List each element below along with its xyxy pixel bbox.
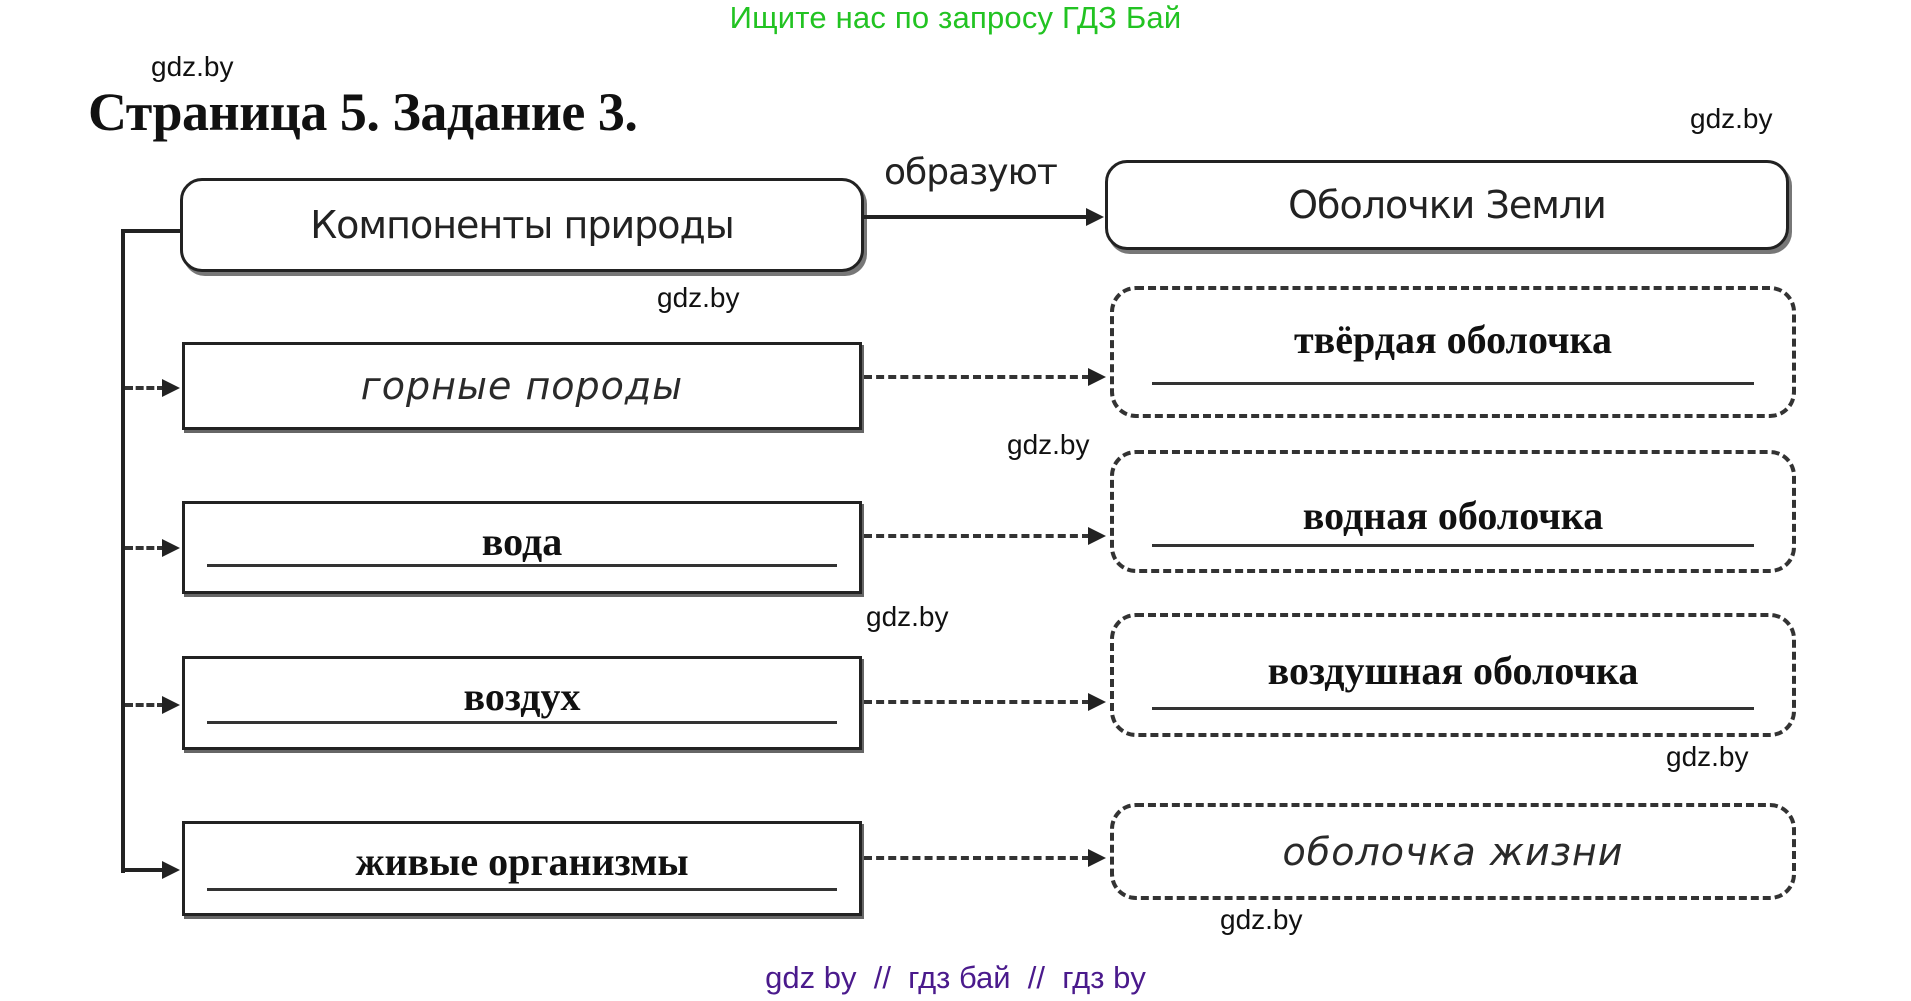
page-title: Страница 5. Задание 3. <box>88 82 638 142</box>
arrow-right-icon <box>1088 368 1106 386</box>
component-box-water: вода <box>182 501 862 594</box>
source-box-components-of-nature: Компоненты природы <box>180 178 864 272</box>
watermark: gdz.by <box>1007 429 1090 460</box>
answer-underline <box>1152 707 1754 710</box>
search-hint-banner: Ищите нас по запросу ГДЗ Бай <box>729 0 1182 35</box>
branch-connector <box>125 546 165 550</box>
component-label: воздух <box>463 674 581 719</box>
arrow-right-icon <box>1088 849 1106 867</box>
shell-label: оболочка жизни <box>1282 829 1624 874</box>
watermark: gdz.by <box>1690 103 1773 134</box>
component-label: живые организмы <box>355 839 689 884</box>
arrow-right-icon <box>1086 208 1104 226</box>
component-label: горные породы <box>360 364 684 408</box>
dashed-arrow-line <box>864 375 1090 379</box>
footer-links[interactable]: gdz by // гдз бай // гдз by <box>765 960 1146 995</box>
shell-box-water: водная оболочка <box>1110 450 1796 573</box>
target-box-earth-shells: Оболочки Земли <box>1105 160 1789 250</box>
shell-box-solid: твёрдая оболочка <box>1110 286 1796 418</box>
arrow-right-icon <box>162 539 180 557</box>
answer-underline <box>1152 382 1754 385</box>
dashed-arrow-line <box>864 700 1090 704</box>
arrow-right-icon <box>162 379 180 397</box>
shell-box-life: оболочка жизни <box>1110 803 1796 900</box>
answer-underline <box>207 888 837 891</box>
watermark: gdz.by <box>1666 741 1749 772</box>
component-box-air: воздух <box>182 656 862 750</box>
arrow-right-icon <box>162 696 180 714</box>
shell-label: воздушная оболочка <box>1267 648 1639 693</box>
relation-label: образуют <box>884 152 1058 193</box>
answer-underline <box>207 564 837 567</box>
component-box-rocks: горные породы <box>182 342 862 430</box>
branch-connector <box>125 386 165 390</box>
branch-connector <box>125 703 165 707</box>
source-label: Компоненты природы <box>310 203 735 247</box>
watermark: gdz.by <box>866 601 949 632</box>
shell-label: водная оболочка <box>1302 493 1604 538</box>
answer-underline <box>207 721 837 724</box>
watermark: gdz.by <box>657 282 740 313</box>
bracket-vertical-line <box>121 229 125 873</box>
dashed-arrow-line <box>864 856 1090 860</box>
dashed-arrow-line <box>864 534 1090 538</box>
relation-arrow-line <box>864 215 1089 219</box>
branch-connector <box>121 868 165 872</box>
shell-box-air: воздушная оболочка <box>1110 613 1796 737</box>
watermark: gdz.by <box>151 51 234 82</box>
watermark: gdz.by <box>1220 904 1303 935</box>
arrow-right-icon <box>1088 693 1106 711</box>
shell-label: твёрдая оболочка <box>1294 317 1612 362</box>
target-label: Оболочки Земли <box>1288 183 1607 227</box>
component-box-living-organisms: живые организмы <box>182 821 862 916</box>
arrow-right-icon <box>1088 527 1106 545</box>
arrow-right-icon <box>162 861 180 879</box>
answer-underline <box>1152 544 1754 547</box>
bracket-top-line <box>121 229 181 233</box>
component-label: вода <box>481 519 563 564</box>
